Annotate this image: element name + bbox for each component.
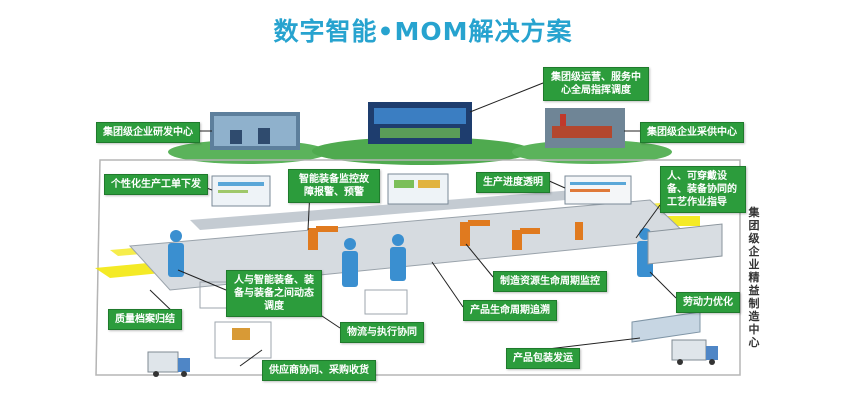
label-group-procure: 集团级企业采供中心	[640, 122, 744, 143]
label-packaging: 产品包装发运	[506, 348, 580, 369]
label-product-trace: 产品生命周期追溯	[463, 300, 557, 321]
monitor-status	[387, 173, 449, 205]
truck-right	[671, 339, 718, 365]
label-progress: 生产进度透明	[476, 172, 550, 193]
ops-platform	[312, 137, 532, 165]
label-logistics: 物流与执行协同	[340, 322, 424, 343]
warehouse-building	[647, 223, 723, 265]
label-group-ops: 集团级运营、服务中心全局指挥调度	[543, 67, 649, 101]
label-supplier: 供应商协同、采购收货	[262, 360, 376, 381]
side-label: 集团级企业精益制造中心	[748, 206, 760, 349]
packaging-boxes	[631, 311, 701, 343]
supply-boxes	[232, 328, 250, 340]
label-human-machine: 人与智能装备、装备与装备之间动态调度	[226, 270, 322, 317]
label-group-rd: 集团级企业研发中心	[96, 122, 200, 143]
label-equipment-monitor: 智能装备监控故障报警、预警	[288, 169, 380, 203]
label-wearable: 人、可穿戴设备、装备协同的工艺作业指导	[660, 166, 746, 213]
label-personalized-order: 个性化生产工单下发	[104, 174, 208, 195]
label-resource-lifecycle: 制造资源生命周期监控	[493, 271, 607, 292]
robot-arms	[308, 220, 583, 250]
page-title: 数字智能•MOM解决方案	[273, 17, 573, 46]
truck-left	[147, 351, 190, 377]
label-quality-archive: 质量档案归结	[108, 309, 182, 330]
label-labor-opt: 劳动力优化	[676, 292, 740, 313]
